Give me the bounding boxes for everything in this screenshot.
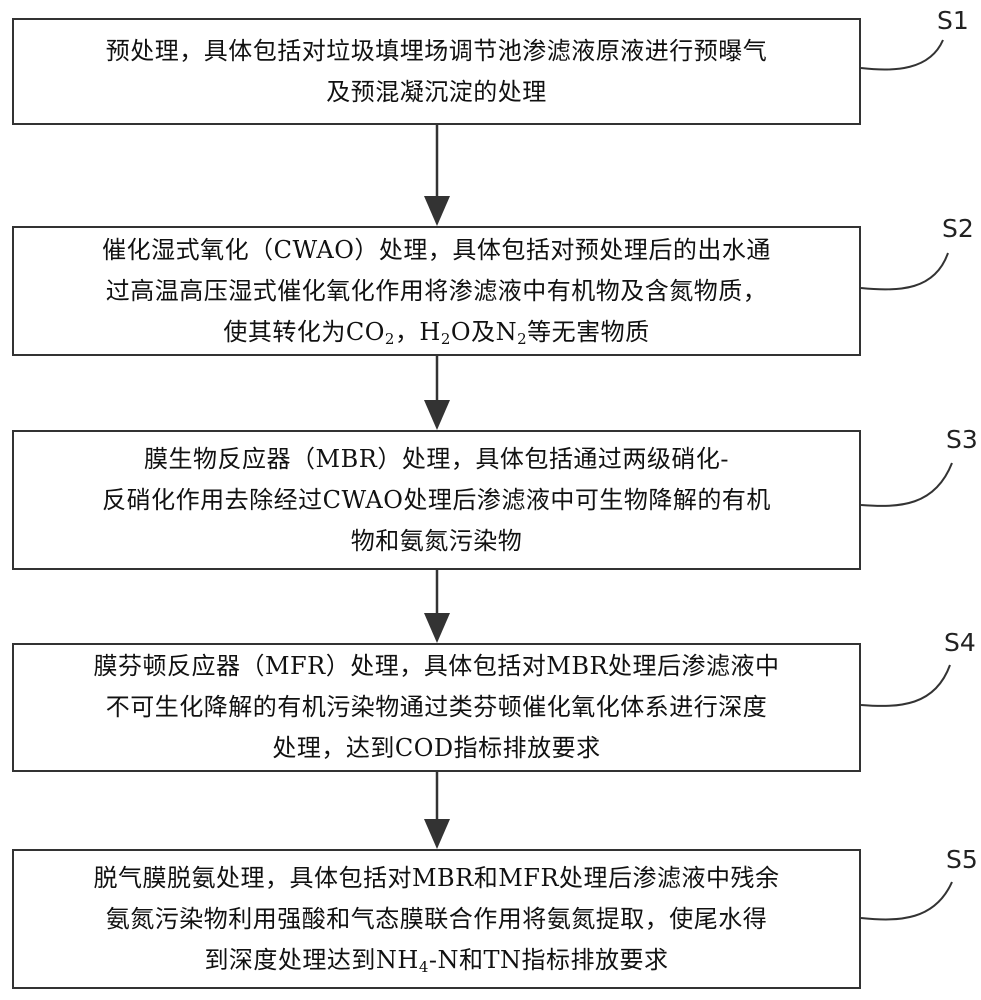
step-text-line: 不可生化降解的有机污染物通过类芬顿催化氧化体系进行深度 [93,687,779,728]
leader-curve-s4 [860,664,951,707]
text-segment: 物和氨氮污染物 [350,526,523,555]
step-text-s4: 膜芬顿反应器（MFR）处理，具体包括对MBR处理后渗滤液中不可生化降解的有机污染… [79,646,793,769]
step-box-s3: 膜生物反应器（MBR）处理，具体包括通过两级硝化- 反硝化作用去除经过CWAO处理… [12,430,861,570]
text-segment: 膜芬顿反应器（MFR）处理，具体包括对MBR处理后渗滤液中 [93,652,780,680]
step-text-line: 预处理，具体包括对垃圾填埋场调节池渗滤液原液进行预曝气 [106,31,768,72]
step-box-s1: 预处理，具体包括对垃圾填埋场调节池渗滤液原液进行预曝气及预混凝沉淀的处理 [12,18,861,125]
step-text-line: 物和氨氮污染物 [102,521,771,562]
text-segment: 处理，达到COD指标排放要求 [272,734,601,762]
text-segment: ，H [394,317,441,346]
text-segment: 不可生化降解的有机污染物通过类芬顿催化氧化体系进行深度 [105,693,768,721]
step-label-s4: S4 [944,628,976,657]
text-segment: 等无害物质 [527,317,650,346]
text-segment: -N和TN指标排放要求 [428,945,669,974]
step-label-s1: S1 [937,6,969,35]
subscript-text: 2 [384,329,395,348]
flow-arrow-s4-s5 [424,772,450,849]
step-text-line: 脱气膜脱氨处理，具体包括对MBR和MFR处理后渗滤液中残余 [93,858,779,899]
step-text-s2: 催化湿式氧化（CWAO）处理，具体包括对预处理后的出水通过高温高压湿式催化氧化作… [88,230,785,353]
step-label-s2: S2 [942,214,974,243]
leader-curve-s5 [860,881,953,921]
step-text-s3: 膜生物反应器（MBR）处理，具体包括通过两级硝化- 反硝化作用去除经过CWAO处理… [88,439,785,562]
subscript-text: 4 [418,957,429,976]
text-segment: 脱气膜脱氨处理，具体包括对MBR和MFR处理后渗滤液中残余 [93,863,780,892]
step-text-line: 催化湿式氧化（CWAO）处理，具体包括对预处理后的出水通 [102,230,771,271]
flow-arrow-s2-s3 [424,356,450,430]
step-text-line: 过高温高压湿式催化氧化作用将渗滤液中有机物及含氮物质， [102,271,771,312]
subscript-text: 2 [517,329,528,348]
flow-arrow-s1-s2 [424,125,450,226]
leader-curve-s2 [860,252,949,291]
text-segment: 过高温高压湿式催化氧化作用将渗滤液中有机物及含氮物质， [105,276,768,305]
step-text-s5: 脱气膜脱氨处理，具体包括对MBR和MFR处理后渗滤液中残余氨氮污染物利用强酸和气… [79,858,793,981]
leader-curve-s1 [860,39,944,71]
text-segment: 到深度处理达到NH [204,945,419,974]
subscript-text: 2 [440,329,451,348]
step-text-line: 反硝化作用去除经过CWAO处理后渗滤液中可生物降解的有机 [102,480,771,521]
step-text-line: 及预混凝沉淀的处理 [106,72,768,113]
step-text-line: 处理，达到COD指标排放要求 [93,728,779,769]
step-box-s5: 脱气膜脱氨处理，具体包括对MBR和MFR处理后渗滤液中残余氨氮污染物利用强酸和气… [12,849,861,989]
step-text-line: 使其转化为CO2，H2O及N2等无害物质 [102,312,771,353]
text-segment: 膜生物反应器（MBR）处理，具体包括通过两级硝化- [144,444,729,473]
text-segment: 催化湿式氧化（CWAO）处理，具体包括对预处理后的出水通 [102,235,771,264]
text-segment: 反硝化作用去除经过CWAO处理后渗滤液中可生物降解的有机 [102,485,771,514]
step-text-line: 到深度处理达到NH4-N和TN指标排放要求 [93,940,779,981]
text-segment: 预处理，具体包括对垃圾填埋场调节池渗滤液原液进行预曝气 [105,36,768,65]
flow-arrow-s3-s4 [424,570,450,643]
step-text-s1: 预处理，具体包括对垃圾填埋场调节池渗滤液原液进行预曝气及预混凝沉淀的处理 [92,31,782,113]
step-box-s2: 催化湿式氧化（CWAO）处理，具体包括对预处理后的出水通过高温高压湿式催化氧化作… [12,226,861,356]
step-box-s4: 膜芬顿反应器（MFR）处理，具体包括对MBR处理后渗滤液中不可生化降解的有机污染… [12,643,861,772]
text-segment: 使其转化为CO [223,317,385,346]
step-label-s3: S3 [946,425,978,454]
text-segment: 氨氮污染物利用强酸和气态膜联合作用将氨氮提取，使尾水得 [105,904,768,933]
text-segment: 及预混凝沉淀的处理 [326,77,547,106]
leader-curve-s3 [860,462,953,507]
step-text-line: 膜生物反应器（MBR）处理，具体包括通过两级硝化- [102,439,771,480]
step-text-line: 氨氮污染物利用强酸和气态膜联合作用将氨氮提取，使尾水得 [93,899,779,940]
step-label-s5: S5 [946,845,978,874]
text-segment: O及N [450,317,518,346]
step-text-line: 膜芬顿反应器（MFR）处理，具体包括对MBR处理后渗滤液中 [93,646,779,687]
